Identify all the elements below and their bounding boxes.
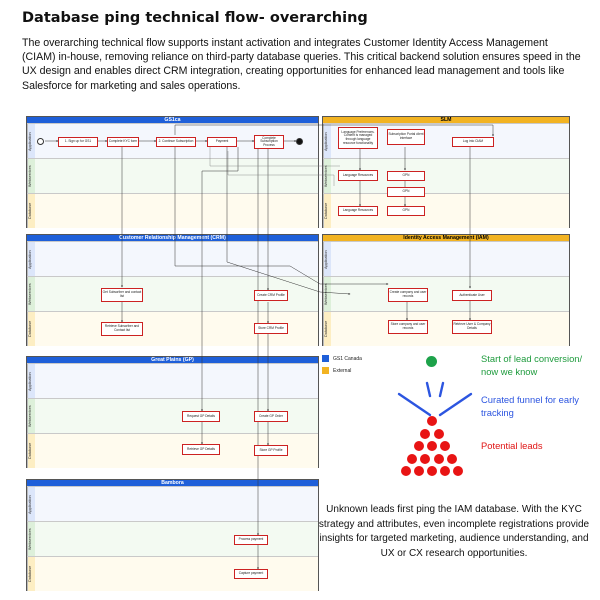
node-crm-retrieve-subscriber: Retrieve Subscriber and Contact list bbox=[101, 322, 143, 336]
node-crm-get-subscriber: Get Subscriber and contact list bbox=[101, 288, 143, 302]
potential-lead-dot bbox=[434, 454, 444, 464]
node-slm-log-into-ciam: Log into CIAM bbox=[452, 137, 494, 147]
node-gp-create-order: Create GP Order bbox=[254, 411, 288, 422]
row-webservices: Webservices bbox=[27, 158, 318, 194]
node-bambora-process-payment: Process payment bbox=[234, 535, 268, 545]
node-slm-language-preferences: Language Preferences. Content is managed… bbox=[338, 127, 378, 149]
potential-lead-dot bbox=[440, 466, 450, 476]
row-database: Database bbox=[323, 311, 569, 346]
row-label-database: Database bbox=[323, 194, 331, 228]
row-label-application: Application bbox=[27, 364, 35, 399]
potential-lead-dot bbox=[447, 454, 457, 464]
potential-leads-label: Potential leads bbox=[481, 440, 543, 451]
row-label-webservices: Webservices bbox=[27, 522, 35, 557]
legend-swatch-external bbox=[322, 367, 329, 374]
legend-label-internal: GS1 Canada bbox=[333, 356, 362, 362]
node-slm-db-language-resources: Language Resources bbox=[338, 206, 378, 216]
node-gp-store-profile: Store GP Profile bbox=[254, 445, 288, 456]
lead-conversion-dot bbox=[426, 356, 437, 367]
intro-paragraph: The overarching technical flow supports … bbox=[22, 36, 582, 93]
potential-lead-dot bbox=[414, 466, 424, 476]
row-label-webservices: Webservices bbox=[27, 399, 35, 434]
node-iam-create-company: Create company and user records bbox=[388, 288, 428, 302]
row-label-application: Application bbox=[27, 124, 35, 159]
potential-lead-dot bbox=[453, 466, 463, 476]
node-bambora-capture-payment: Capture payment bbox=[234, 569, 268, 579]
row-label-webservices: Webservices bbox=[27, 159, 35, 194]
potential-lead-dot bbox=[401, 466, 411, 476]
row-label-database: Database bbox=[27, 312, 35, 346]
potential-lead-dot bbox=[407, 454, 417, 464]
potential-lead-dot bbox=[414, 441, 424, 451]
node-slm-subscription-portal: Subscription Portal client interface bbox=[387, 129, 425, 145]
row-label-database: Database bbox=[323, 312, 331, 346]
row-database: Database bbox=[27, 193, 318, 228]
row-label-application: Application bbox=[323, 124, 331, 159]
lane-bambora: Bambora Application Webservices Database bbox=[26, 479, 319, 591]
row-label-application: Application bbox=[27, 487, 35, 522]
node-gs1-signup: 1. Sign up for GS1 bbox=[58, 137, 98, 147]
node-gs1-continue-subscription: 2. Continue Subscription bbox=[156, 137, 196, 147]
end-event bbox=[296, 138, 303, 145]
start-event bbox=[37, 138, 44, 145]
node-slm-ws-gpn-2: GPN bbox=[387, 187, 425, 197]
outro-paragraph: Unknown leads first ping the IAM databas… bbox=[318, 503, 590, 561]
node-slm-db-gpn: GPN bbox=[387, 206, 425, 216]
potential-lead-dot bbox=[440, 441, 450, 451]
row-label-database: Database bbox=[27, 434, 35, 468]
row-webservices: Webservices bbox=[27, 521, 318, 557]
lane-iam: Identity Access Management (IAM) Applica… bbox=[322, 234, 570, 346]
node-gs1-payment: Payment bbox=[207, 137, 237, 147]
node-slm-ws-gpn: GPN bbox=[387, 171, 425, 181]
row-label-application: Application bbox=[27, 242, 35, 277]
row-label-database: Database bbox=[27, 557, 35, 591]
funnel-icon bbox=[395, 380, 475, 420]
node-gp-retrieve-details: Retrieve GP Details bbox=[182, 444, 220, 455]
row-database: Database bbox=[27, 556, 318, 591]
potential-lead-dot bbox=[420, 429, 430, 439]
row-webservices: Webservices bbox=[323, 276, 569, 312]
page-title: Database ping technical flow- overarchin… bbox=[22, 10, 368, 26]
node-iam-authenticate-user: Authenticate User bbox=[452, 290, 492, 301]
curated-funnel-label: Curated funnel for early tracking bbox=[481, 394, 591, 419]
row-application: Application bbox=[27, 363, 318, 399]
row-application: Application bbox=[27, 486, 318, 522]
node-gs1-complete-kyc: Complete KYC form bbox=[107, 137, 139, 147]
row-label-database: Database bbox=[27, 194, 35, 228]
legend-swatch-internal bbox=[322, 355, 329, 362]
node-gs1-complete-subscription: Complete Subscription Process bbox=[254, 135, 284, 149]
row-label-application: Application bbox=[323, 242, 331, 277]
node-crm-create-profile: Create CRM Profile bbox=[254, 290, 288, 301]
potential-lead-dot bbox=[427, 416, 437, 426]
row-application: Application bbox=[27, 241, 318, 277]
legend-label-external: External bbox=[333, 368, 351, 374]
potential-lead-dot bbox=[427, 466, 437, 476]
row-label-webservices: Webservices bbox=[323, 159, 331, 194]
potential-lead-dot bbox=[420, 454, 430, 464]
potential-lead-dot bbox=[427, 441, 437, 451]
node-iam-store-company: Store company and user records bbox=[388, 320, 428, 334]
lane-gs1ca: GS1ca Application Webservices Database bbox=[26, 116, 319, 228]
node-crm-store-profile: Store CRM Profile bbox=[254, 323, 288, 334]
row-label-webservices: Webservices bbox=[27, 277, 35, 312]
node-slm-ws-language-resources: Language Resources bbox=[338, 170, 378, 181]
row-label-webservices: Webservices bbox=[323, 277, 331, 312]
node-gp-request-details: Request GP Details bbox=[182, 411, 220, 422]
row-application: Application bbox=[323, 241, 569, 277]
lead-conversion-label: Start of lead conversion/ now we know bbox=[481, 353, 596, 378]
potential-lead-dot bbox=[434, 429, 444, 439]
node-iam-retrieve-user: Retrieve User & Company Details bbox=[452, 320, 492, 334]
